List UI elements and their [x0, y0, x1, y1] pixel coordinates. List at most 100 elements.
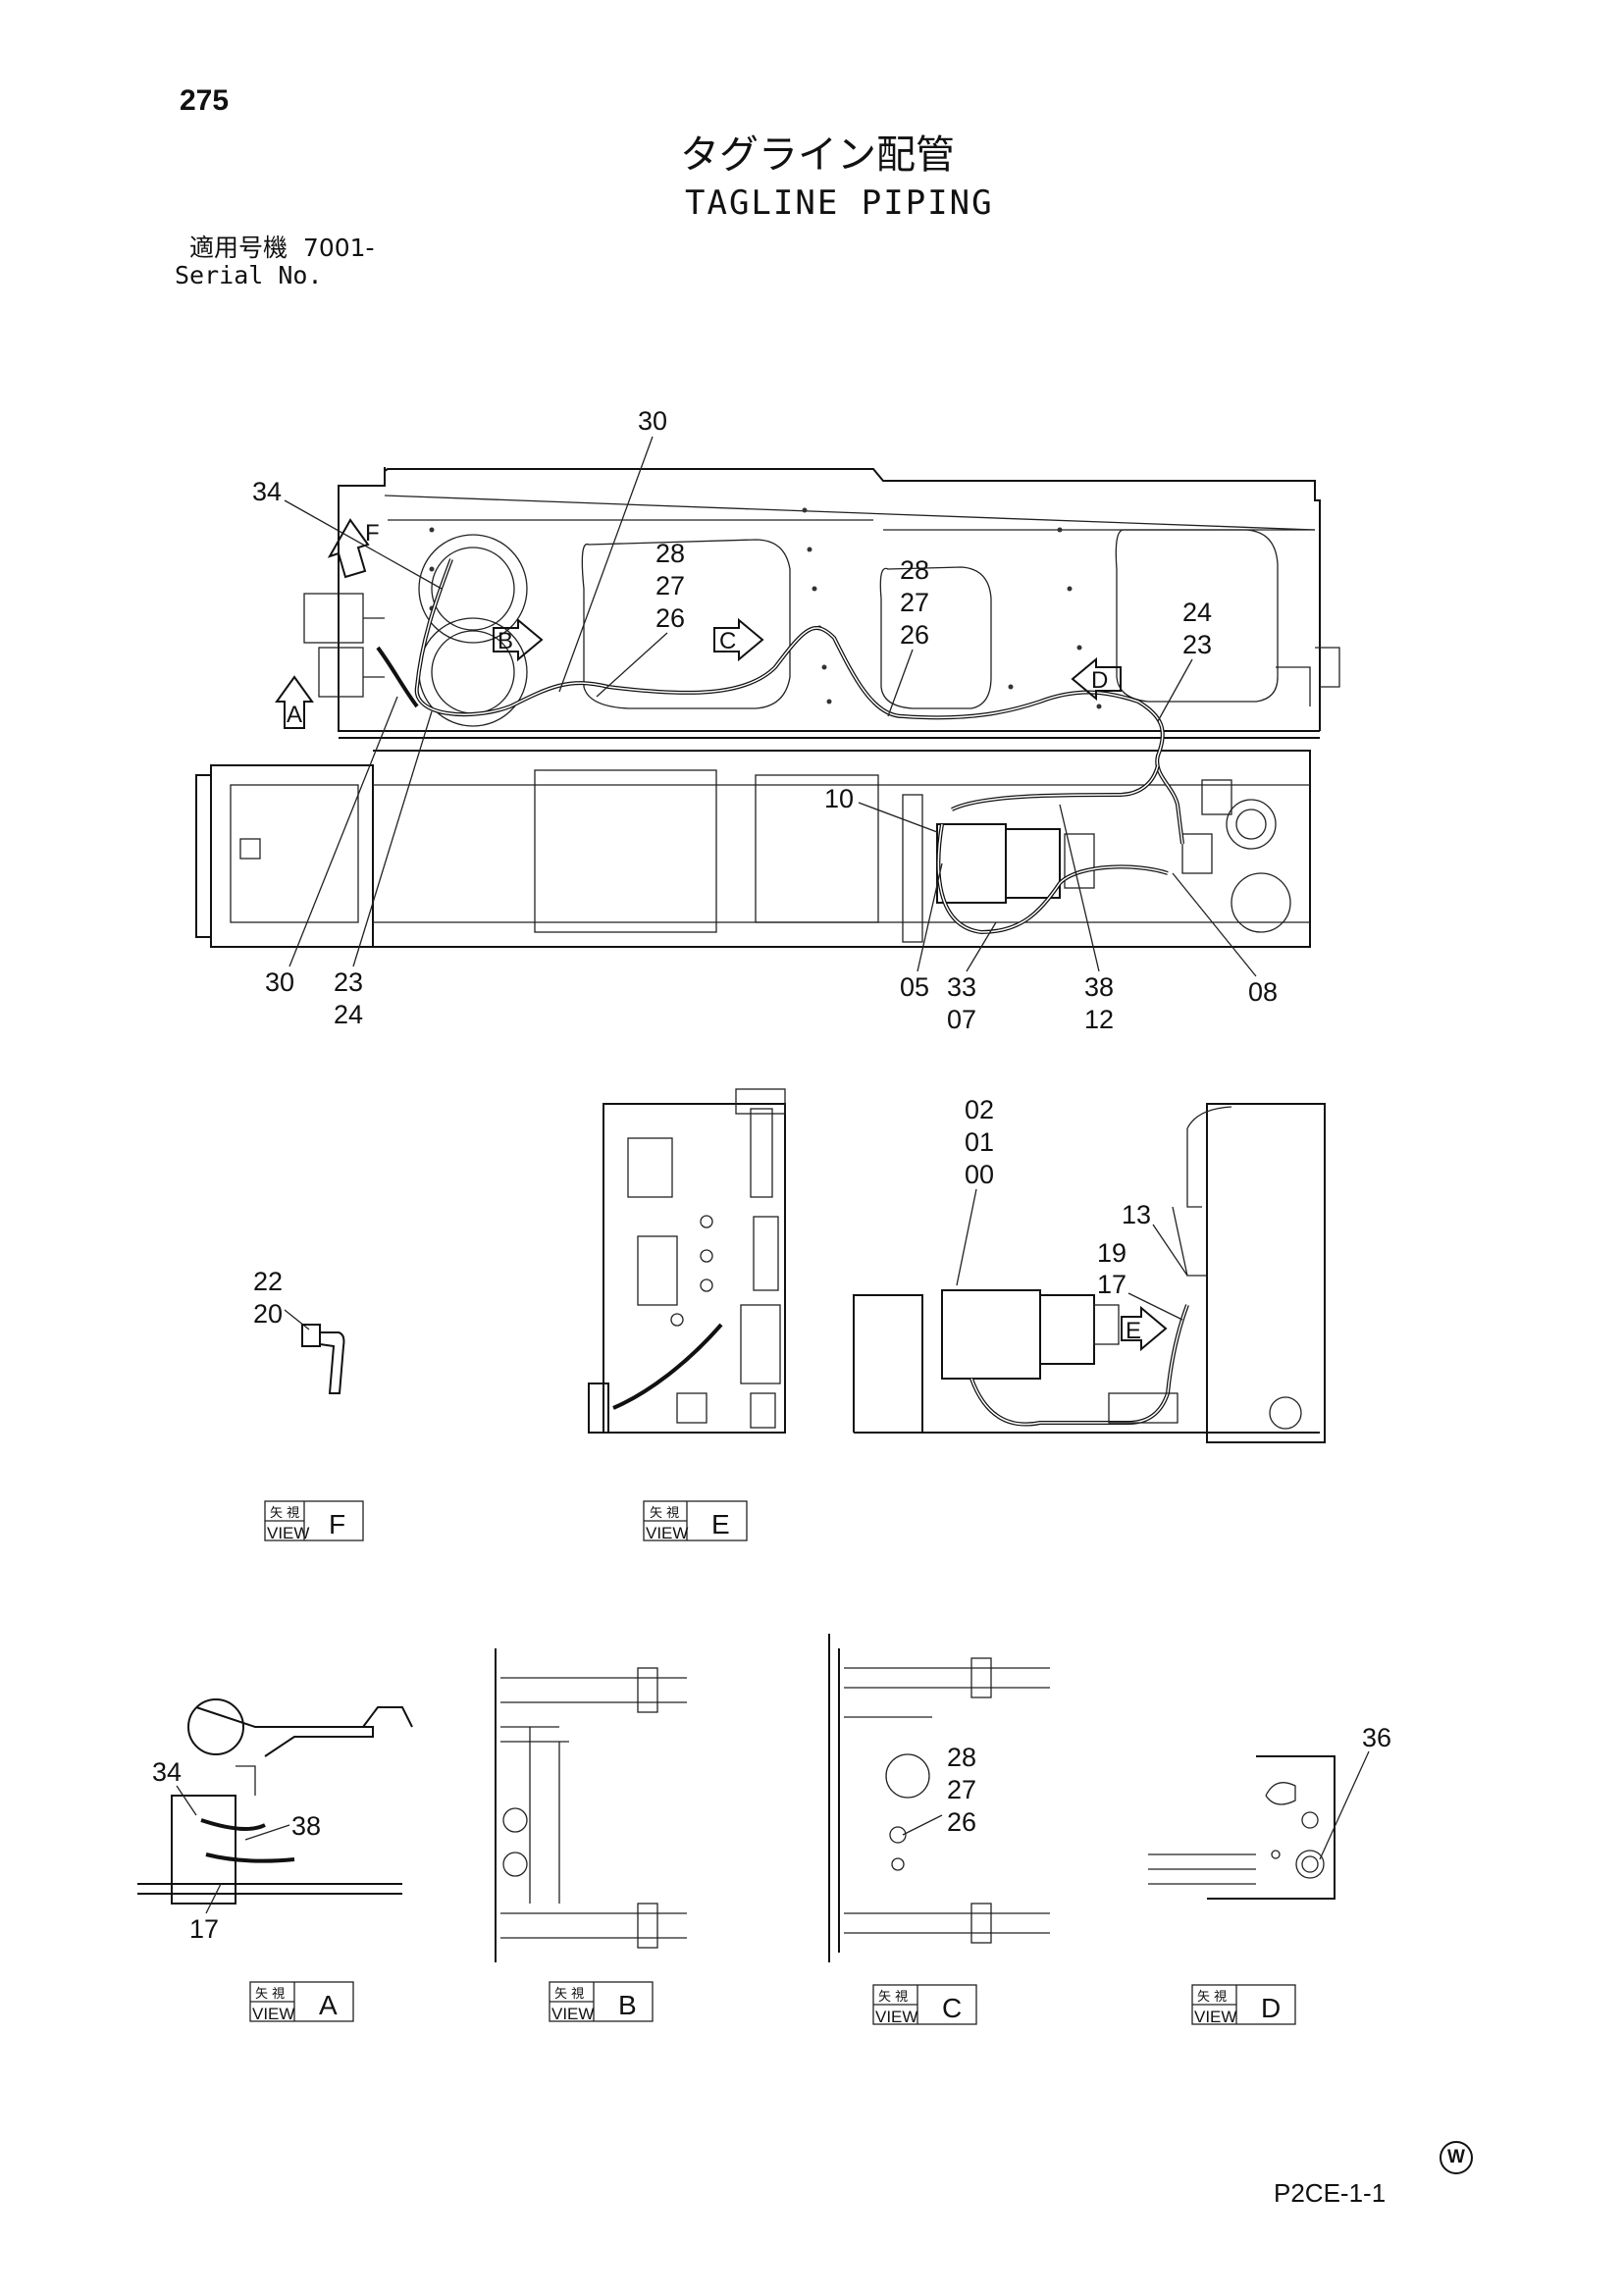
- svg-text:B: B: [618, 1990, 637, 2020]
- view-e-side-callout-01: 01: [965, 1127, 994, 1157]
- callout-33-07: 33 07: [947, 921, 997, 1034]
- svg-text:矢 視: 矢 視: [1197, 1990, 1227, 2005]
- svg-text:24: 24: [1182, 598, 1212, 627]
- svg-text:05: 05: [900, 972, 929, 1002]
- svg-text:23: 23: [334, 967, 363, 997]
- view-e-side-callout-02: 02: [965, 1095, 994, 1124]
- svg-text:26: 26: [900, 620, 929, 650]
- view-f-callout-20: 20: [253, 1299, 283, 1329]
- svg-text:矢 視: 矢 視: [270, 1506, 299, 1521]
- callout-38-12: 38 12: [1059, 804, 1114, 1034]
- view-c-callout-28: 28: [947, 1743, 976, 1772]
- callout-30-top: 30: [558, 406, 667, 693]
- view-label-f: 矢 視 VIEW F: [264, 1500, 364, 1542]
- view-c-callout-26: 26: [947, 1807, 976, 1837]
- title-english: TAGLINE PIPING: [685, 183, 994, 223]
- callout-24-23-top: 24 23: [1157, 598, 1212, 722]
- svg-text:30: 30: [638, 406, 667, 436]
- view-c-callout-27: 27: [947, 1775, 976, 1804]
- svg-text:C: C: [942, 1993, 962, 2023]
- arrow-b: B: [493, 617, 544, 662]
- title-japanese: タグライン配管: [680, 132, 955, 178]
- svg-text:12: 12: [1084, 1005, 1114, 1034]
- view-e-side-callout-00: 00: [965, 1160, 994, 1189]
- main-direction-arrows: A B C D F: [275, 518, 1122, 729]
- arrow-e-label: E: [1126, 1318, 1141, 1344]
- svg-text:33: 33: [947, 972, 976, 1002]
- svg-text:34: 34: [252, 477, 282, 506]
- serial-label-en: Serial No.: [175, 261, 323, 289]
- view-a-callout-34: 34: [152, 1757, 182, 1787]
- arrow-a: A: [275, 675, 314, 729]
- arrow-f-label: F: [365, 520, 380, 547]
- svg-text:26: 26: [655, 603, 685, 633]
- svg-text:07: 07: [947, 1005, 976, 1034]
- callout-30-bottom: 30: [265, 696, 398, 997]
- callout-05: 05: [900, 862, 943, 1002]
- serial-label-jp: 適用号機: [189, 234, 288, 262]
- svg-text:A: A: [319, 1990, 338, 2020]
- page-number: 275: [180, 84, 230, 117]
- main-callouts: 30 34 28 27 26 28 27 26 24 23 10: [252, 406, 1278, 1034]
- callout-10: 10: [824, 784, 938, 833]
- callout-34-top: 34: [252, 477, 443, 590]
- callout-23-24-bottom: 23 24: [334, 710, 433, 1029]
- svg-text:27: 27: [655, 571, 685, 600]
- view-c-drawing: 28 27 26: [828, 1634, 1050, 1962]
- callout-28-27-26-right: 28 27 26: [887, 555, 929, 717]
- svg-text:VIEW: VIEW: [267, 1524, 309, 1542]
- svg-text:F: F: [329, 1509, 345, 1539]
- main-frame-drawing: [195, 467, 1340, 948]
- svg-text:E: E: [711, 1509, 730, 1539]
- arrow-b-label: B: [498, 628, 513, 654]
- view-e-side-callout-13: 13: [1122, 1200, 1151, 1229]
- svg-text:28: 28: [900, 555, 929, 585]
- view-label-d: 矢 視 VIEW D: [1191, 1984, 1296, 2026]
- svg-text:矢 視: 矢 視: [554, 1987, 584, 2002]
- svg-text:矢 視: 矢 視: [650, 1506, 679, 1521]
- view-label-a: 矢 視 VIEW A: [249, 1981, 354, 2023]
- view-e-side-callout-19: 19: [1097, 1238, 1126, 1268]
- svg-text:矢 視: 矢 視: [878, 1990, 908, 2005]
- svg-text:27: 27: [900, 588, 929, 617]
- svg-text:VIEW: VIEW: [646, 1524, 688, 1542]
- callout-28-27-26-left: 28 27 26: [596, 539, 685, 698]
- svg-text:D: D: [1261, 1993, 1281, 2023]
- svg-text:30: 30: [265, 967, 294, 997]
- document-code: P2CE-1-1: [1274, 2178, 1387, 2208]
- view-label-c: 矢 視 VIEW C: [872, 1984, 977, 2026]
- view-d-callout-36: 36: [1362, 1723, 1391, 1752]
- svg-text:VIEW: VIEW: [551, 2005, 594, 2023]
- view-a-drawing: 34 38 17: [137, 1698, 413, 1944]
- svg-text:28: 28: [655, 539, 685, 568]
- view-f-callout-22: 22: [253, 1267, 283, 1296]
- view-d-drawing: 36: [1148, 1723, 1391, 1900]
- view-e-side-callout-17: 17: [1097, 1270, 1126, 1299]
- svg-text:08: 08: [1248, 977, 1278, 1007]
- view-label-b: 矢 視 VIEW B: [549, 1981, 654, 2023]
- serial-value: 7001-: [302, 234, 375, 262]
- view-b-drawing: [495, 1648, 687, 1962]
- view-a-callout-17: 17: [189, 1914, 219, 1944]
- svg-text:24: 24: [334, 1000, 363, 1029]
- svg-text:矢 視: 矢 視: [255, 1987, 285, 2002]
- arrow-c-label: C: [719, 628, 736, 654]
- svg-text:VIEW: VIEW: [875, 2008, 917, 2026]
- arrow-c: C: [713, 617, 764, 662]
- w-mark-icon: W: [1440, 2141, 1473, 2174]
- serial-line: 適用号機 7001-: [189, 235, 375, 260]
- svg-text:VIEW: VIEW: [1194, 2008, 1236, 2026]
- svg-text:23: 23: [1182, 630, 1212, 659]
- view-f-drawing: 22 20: [253, 1267, 345, 1394]
- svg-text:10: 10: [824, 784, 854, 813]
- main-hose: [376, 558, 1184, 935]
- view-a-callout-38: 38: [291, 1811, 321, 1841]
- view-e-side-drawing: E 02 01 00 13 19 17: [853, 1095, 1326, 1443]
- arrow-a-label: A: [287, 702, 302, 728]
- arrow-d: D: [1071, 656, 1122, 702]
- arrow-d-label: D: [1091, 667, 1108, 694]
- svg-text:38: 38: [1084, 972, 1114, 1002]
- callout-08: 08: [1172, 872, 1278, 1007]
- view-e-drawing: [588, 1088, 786, 1434]
